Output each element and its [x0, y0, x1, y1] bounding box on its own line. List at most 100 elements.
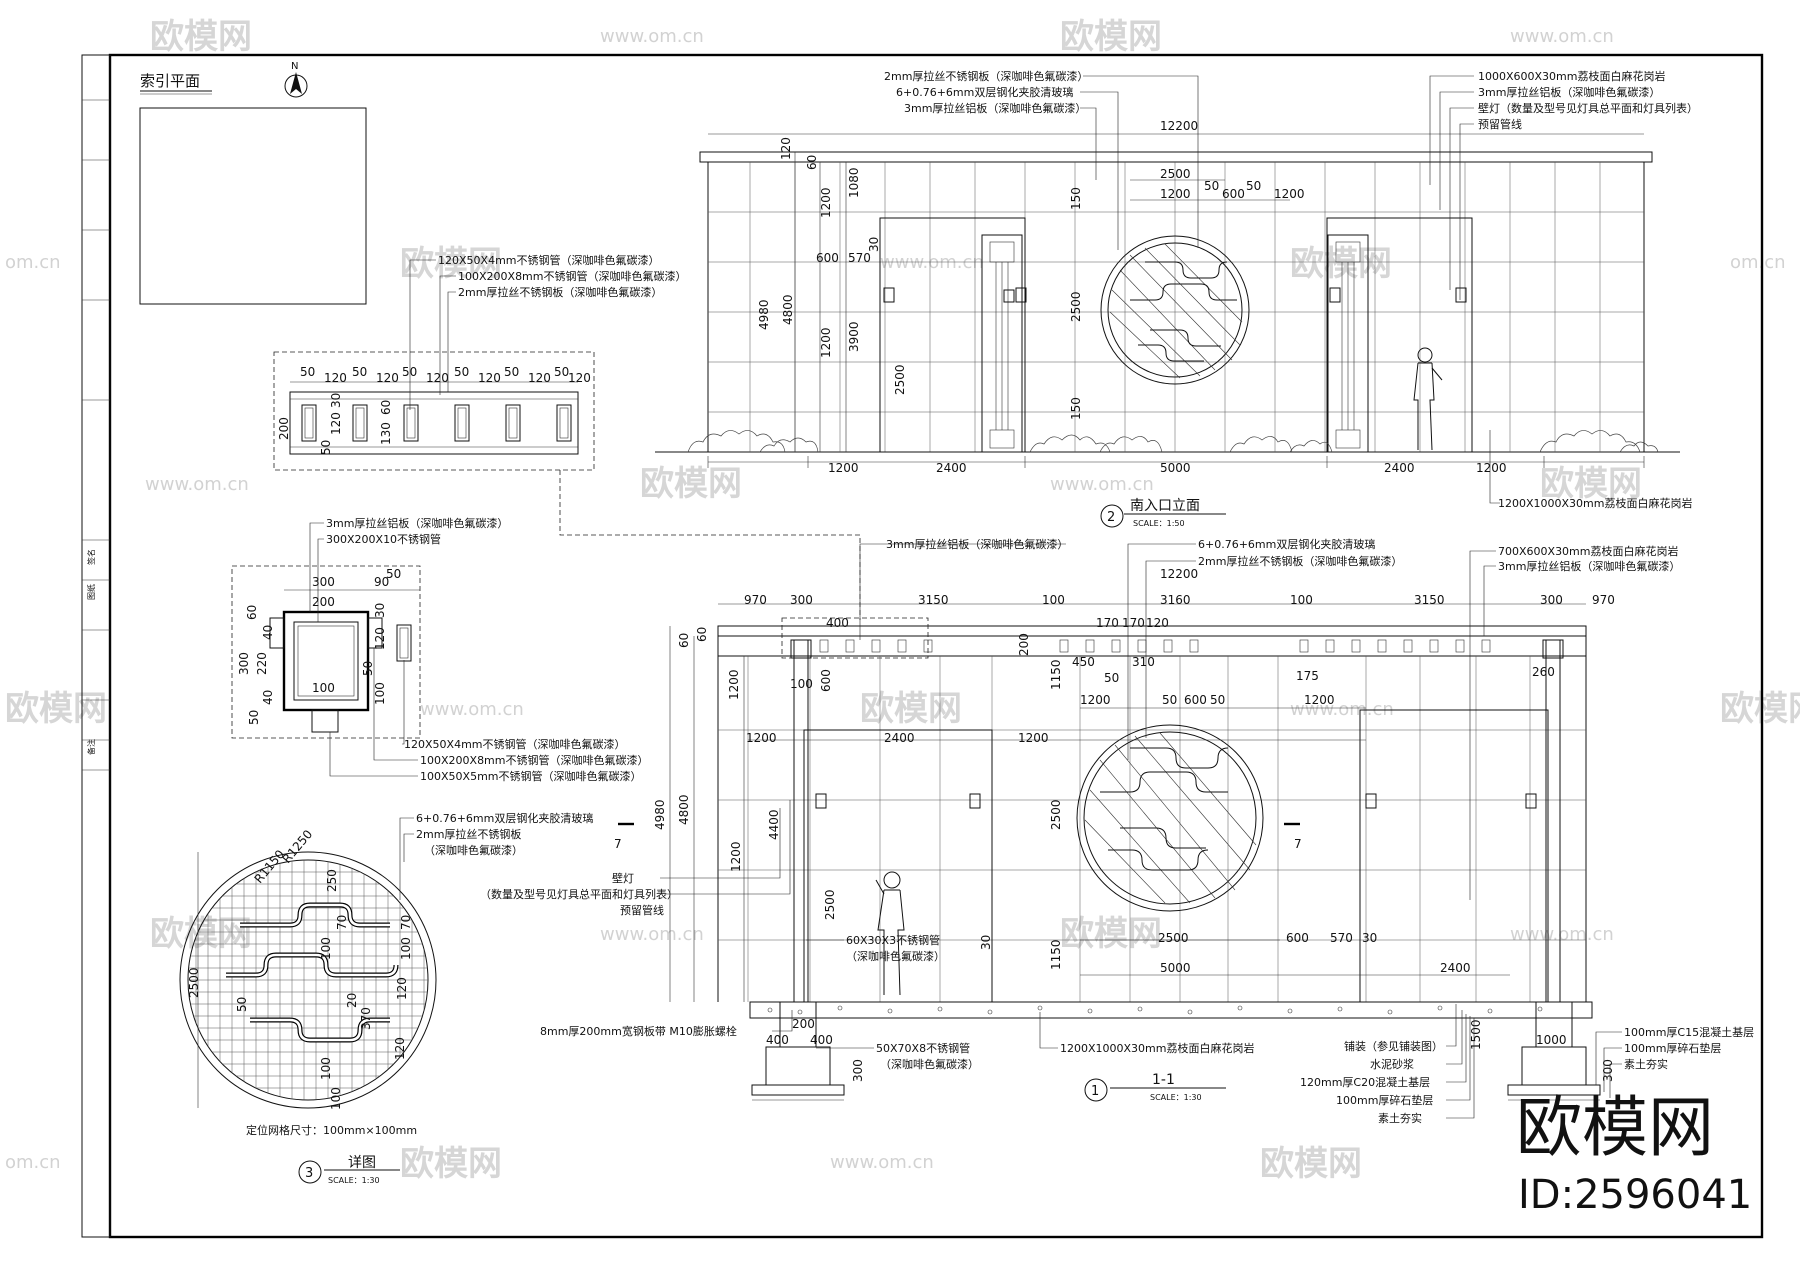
elevation-note: 6+0.76+6mm双层钢化夹胶清玻璃 [896, 85, 1073, 99]
dim-label: 30 [867, 237, 881, 252]
elevation-note: 1000X600X30mm荔枝面白麻花岗岩 [1478, 69, 1666, 83]
watermark-logo: 欧模网 [1516, 1089, 1714, 1166]
dim-label: 100 [319, 1057, 333, 1080]
dim-label: 60 [379, 400, 393, 415]
dim-label: 120 [395, 977, 409, 1000]
watermark-url: om.cn [5, 1152, 61, 1173]
dim-label: 70 [399, 915, 413, 930]
shrub-icon [1539, 430, 1659, 453]
dim-label: 130 [379, 422, 393, 445]
dim-label: 3150 [918, 593, 949, 607]
dim-label: 570 [1330, 931, 1353, 945]
dim-label: 1200 [1304, 693, 1335, 707]
dim-label: 1200 [1476, 461, 1507, 475]
section-mark: 7 [614, 837, 622, 851]
title-block-strip: 备注 图纸 签名 [81, 54, 111, 1238]
layer-note: 120mm厚C20混凝土基层 [1300, 1075, 1430, 1089]
south-elevation: 1200 2400 5000 2400 1200 12200 2500 1200… [655, 69, 1698, 528]
dim-label: 50 [1162, 693, 1177, 707]
section-note: （数量及型号见灯具总平面和灯具列表） [480, 887, 678, 901]
dim-label: 30 [1362, 931, 1377, 945]
watermark-url: om.cn [5, 252, 61, 273]
section-note: 60X30X3不锈钢管 [846, 933, 940, 947]
dim-label: 260 [1532, 665, 1555, 679]
foundation-right [1507, 1001, 1601, 1101]
section-note: 2mm厚拉丝不锈钢板（深咖啡色氟碳漆） [1198, 554, 1402, 568]
dim-label: 50 [1246, 179, 1261, 193]
dim-label: 1200 [1080, 693, 1111, 707]
foundation-layer-notes: 100mm厚C15混凝土基层 100mm厚碎石垫层 素土夯实 [1595, 1025, 1754, 1098]
dim-label: 970 [744, 593, 767, 607]
elevation-note: 壁灯（数量及型号见灯具总平面和灯具列表） [1478, 101, 1698, 115]
dim-label: 120 [373, 627, 387, 650]
dim-label: 1200 [1018, 731, 1049, 745]
dim-label: 970 [1592, 593, 1615, 607]
dim-label: 50 [386, 567, 401, 581]
dim-label: 100 [790, 677, 813, 691]
moon-gate-section [1076, 724, 1264, 912]
dim-label: 300 [1540, 593, 1563, 607]
dim-label: 1200 [729, 841, 743, 872]
moon-gate-elevation [1100, 235, 1250, 385]
section-note: 3mm厚拉丝铝板（深咖啡色氟碳漆） [1498, 559, 1680, 573]
dim-label: 100 [329, 1087, 343, 1110]
dim-label: 120 [568, 371, 591, 385]
dim-label: 40 [261, 625, 275, 640]
dim-label: 100 [319, 937, 333, 960]
beam-section-frame [231, 565, 421, 739]
dim-label: 120 [426, 371, 449, 385]
watermark-brand: 欧模网 [1060, 17, 1162, 57]
dim-label: 50 [352, 365, 367, 379]
view-number: 3 [305, 1166, 313, 1181]
dim-label: 50 [361, 661, 375, 676]
dim-label: 5000 [1160, 961, 1191, 975]
dim-label: 600 [1184, 693, 1207, 707]
column-left [793, 639, 809, 1003]
dim-label: 70 [335, 915, 349, 930]
watermark-brand: 欧模网 [1720, 689, 1800, 729]
section-note: （深咖啡色氟碳漆） [880, 1057, 979, 1071]
watermark-brand: 欧模网 [400, 244, 502, 284]
dim-label: 50 [1210, 693, 1225, 707]
dim-label: 60 [695, 627, 709, 642]
moon-gate-detail: 2500 R1250 R1150 250 70 70 100 100 370 1… [179, 811, 593, 1185]
dim-label: 120 [528, 371, 551, 385]
watermark-url: www.om.cn [600, 26, 704, 47]
dim-label: 200 [1017, 633, 1031, 656]
dim-label: 100 [1042, 593, 1065, 607]
watermark-brand: 欧模网 [1540, 464, 1642, 504]
dim-label: 100 [312, 681, 335, 695]
layer-note: 铺装（参见铺装图） [1344, 1039, 1443, 1053]
foundation-left [751, 1001, 845, 1101]
dim-label: 4980 [653, 799, 667, 830]
wall-lamp-icon [969, 793, 981, 809]
watermark-url: www.om.cn [1510, 26, 1614, 47]
person-figure-icon [1413, 347, 1443, 451]
elevation-opening-right [1326, 217, 1473, 453]
section-note: 预留管线 [620, 903, 664, 917]
watermark-brand: 欧模网 [150, 17, 252, 57]
dim-label: 300 [312, 575, 335, 589]
dim-label: 170 [1096, 616, 1119, 630]
plan-detail-note: 2mm厚拉丝不锈钢板（深咖啡色氟碳漆） [458, 285, 662, 299]
dim-label: 1200 [746, 731, 777, 745]
layer-note: 100mm厚C15混凝土基层 [1624, 1025, 1754, 1039]
title-block-text: 签名 [86, 549, 96, 565]
view-title: 1-1 [1152, 1072, 1175, 1088]
dim-label: 1080 [847, 167, 861, 198]
watermark-brand: 欧模网 [400, 1144, 502, 1184]
detail-note: （深咖啡色氟碳漆） [424, 843, 523, 857]
dim-label: 12200 [1160, 567, 1198, 581]
plan-detail: 50 120 50 120 50 120 50 120 50 120 50 12… [273, 253, 861, 620]
shrub-icon [687, 430, 819, 453]
dim-label: 50 [1204, 179, 1219, 193]
dim-label: 1200 [727, 669, 741, 700]
watermark-url: om.cn [1730, 252, 1786, 273]
dim-label: 300 [1601, 1059, 1615, 1082]
dim-label: 3900 [847, 321, 861, 352]
dim-label: 4800 [677, 794, 691, 825]
dim-label: 2500 [187, 967, 201, 998]
dim-label: 300 [790, 593, 813, 607]
section-1-1: 970 300 3150 100 3160 100 3150 300 970 1… [480, 537, 1754, 1125]
